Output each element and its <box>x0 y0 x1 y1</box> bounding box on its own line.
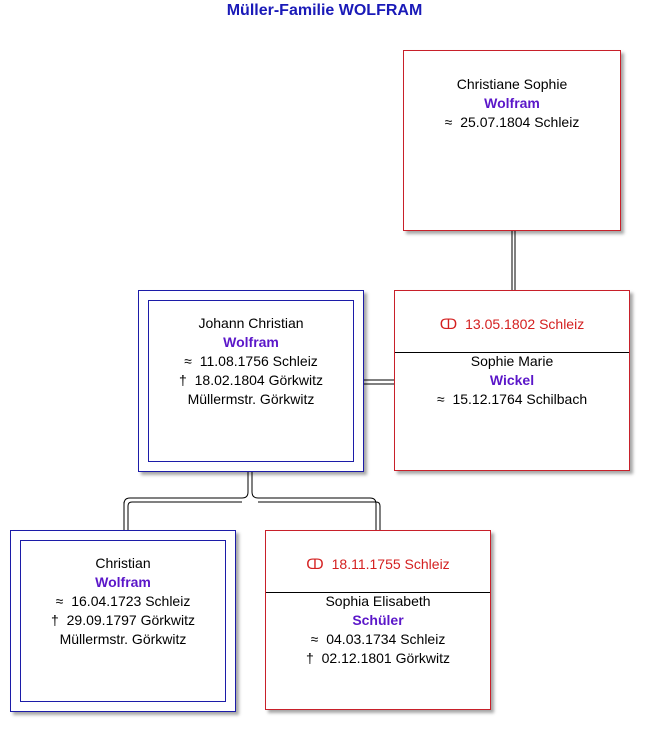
birth-date: 11.08.1756 Schleiz <box>199 353 318 369</box>
birth-date: 04.03.1734 Schleiz <box>326 631 446 647</box>
baptism-icon: ≈ <box>55 593 64 609</box>
occupation: Müllermstr. Görkwitz <box>187 391 315 407</box>
death-line: † 18.02.1804 Görkwitz <box>139 371 363 390</box>
person-box-christiane-sophie[interactable]: Christiane Sophie Wolfram ≈ 25.07.1804 S… <box>403 50 621 231</box>
baptism-icon: ≈ <box>444 114 453 130</box>
death-cross-icon: † <box>178 372 187 388</box>
divider <box>395 352 629 353</box>
birth-date: 15.12.1764 Schilbach <box>452 391 588 407</box>
marriage-rings-icon: ↀ <box>306 556 324 572</box>
given-name: Sophia Elisabeth <box>325 593 431 609</box>
birth-line: ≈ 04.03.1734 Schleiz <box>266 630 490 649</box>
inner-frame <box>148 300 354 462</box>
marriage-line: ↀ 13.05.1802 Schleiz <box>395 315 629 334</box>
birth-line: ≈ 16.04.1723 Schleiz <box>11 592 235 611</box>
divider <box>266 592 490 593</box>
death-line: † 02.12.1801 Görkwitz <box>266 649 490 668</box>
death-date: 18.02.1804 Görkwitz <box>194 372 324 388</box>
baptism-icon: ≈ <box>184 353 192 369</box>
surname: Schüler <box>352 612 404 628</box>
inner-frame <box>20 540 226 702</box>
given-name: Sophie Marie <box>470 353 554 369</box>
death-date: 29.09.1797 Görkwitz <box>66 612 196 628</box>
surname: Wickel <box>489 372 535 388</box>
surname: Wolfram <box>223 334 279 350</box>
person-box-sophie-marie[interactable]: ↀ 13.05.1802 Schleiz Sophie Marie Wickel… <box>394 290 630 471</box>
given-name: Johann Christian <box>198 315 304 331</box>
birth-date: 16.04.1723 Schleiz <box>71 593 191 609</box>
marriage-rings-icon: ↀ <box>439 316 458 332</box>
person-box-sophia-elisabeth[interactable]: ↀ 18.11.1755 Schleiz Sophia Elisabeth Sc… <box>265 530 491 710</box>
baptism-icon: ≈ <box>310 631 319 647</box>
given-name: Christiane Sophie <box>456 76 568 92</box>
birth-date: 25.07.1804 Schleiz <box>460 114 580 130</box>
death-cross-icon: † <box>50 612 59 628</box>
birth-line: ≈ 15.12.1764 Schilbach <box>395 390 629 409</box>
surname: Wolfram <box>484 95 540 111</box>
death-line: † 29.09.1797 Görkwitz <box>11 611 235 630</box>
marriage-date: 18.11.1755 Schleiz <box>331 556 450 572</box>
given-name: Christian <box>95 555 151 571</box>
marriage-date: 13.05.1802 Schleiz <box>465 316 585 332</box>
chart-title: Müller-Familie WOLFRAM <box>226 2 423 19</box>
surname: Wolfram <box>95 574 151 590</box>
death-cross-icon: † <box>305 650 314 666</box>
death-date: 02.12.1801 Görkwitz <box>321 650 451 666</box>
birth-line: ≈ 11.08.1756 Schleiz <box>139 352 363 371</box>
baptism-icon: ≈ <box>436 391 445 407</box>
marriage-line: ↀ 18.11.1755 Schleiz <box>266 555 490 574</box>
person-box-johann-christian[interactable]: Johann Christian Wolfram ≈ 11.08.1756 Sc… <box>138 290 364 472</box>
occupation: Müllermstr. Görkwitz <box>59 631 187 647</box>
person-box-christian[interactable]: Christian Wolfram ≈ 16.04.1723 Schleiz †… <box>10 530 236 712</box>
birth-line: ≈ 25.07.1804 Schleiz <box>404 113 620 132</box>
